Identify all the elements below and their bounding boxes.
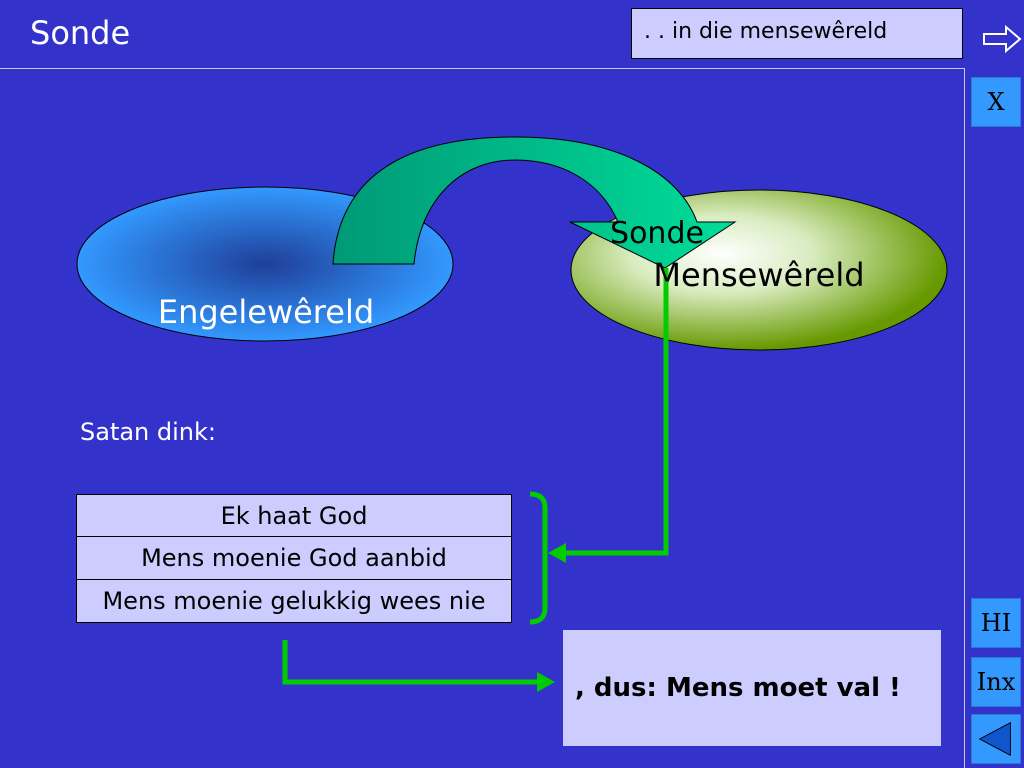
index-button[interactable]: Inx [971,657,1021,707]
back-button[interactable] [971,714,1021,764]
connector-line [560,268,669,556]
thought-list: Ek haat God Mens moenie God aanbid Mens … [76,494,512,623]
header-divider [0,68,964,69]
hi-button[interactable]: HI [971,598,1021,648]
list-item: Ek haat God [76,494,512,537]
list-item: Mens moenie God aanbid [76,537,512,580]
slide-subtitle: . . in die mensewêreld [631,8,963,59]
satan-thinks-label: Satan dink: [80,418,216,446]
close-button[interactable]: X [971,77,1021,127]
connector-arrowhead [548,543,566,563]
sin-arrow-label: Sonde [610,216,704,251]
conclusion-connector [282,640,540,685]
bracket [529,491,548,625]
conclusion-arrowhead [537,672,555,692]
sidebar-divider [964,68,965,768]
human-world-label: Mensewêreld [653,256,864,294]
slide-title: Sonde [30,14,131,52]
conclusion-box: , dus: Mens moet val ! [563,630,941,746]
angel-world-label: Engelewêreld [158,293,374,331]
sin-curved-arrow [332,136,737,269]
next-arrow-icon[interactable] [982,24,1022,54]
list-item: Mens moenie gelukkig wees nie [76,580,512,623]
diagram: Engelewêreld Mensewêreld Sonde [76,136,948,692]
